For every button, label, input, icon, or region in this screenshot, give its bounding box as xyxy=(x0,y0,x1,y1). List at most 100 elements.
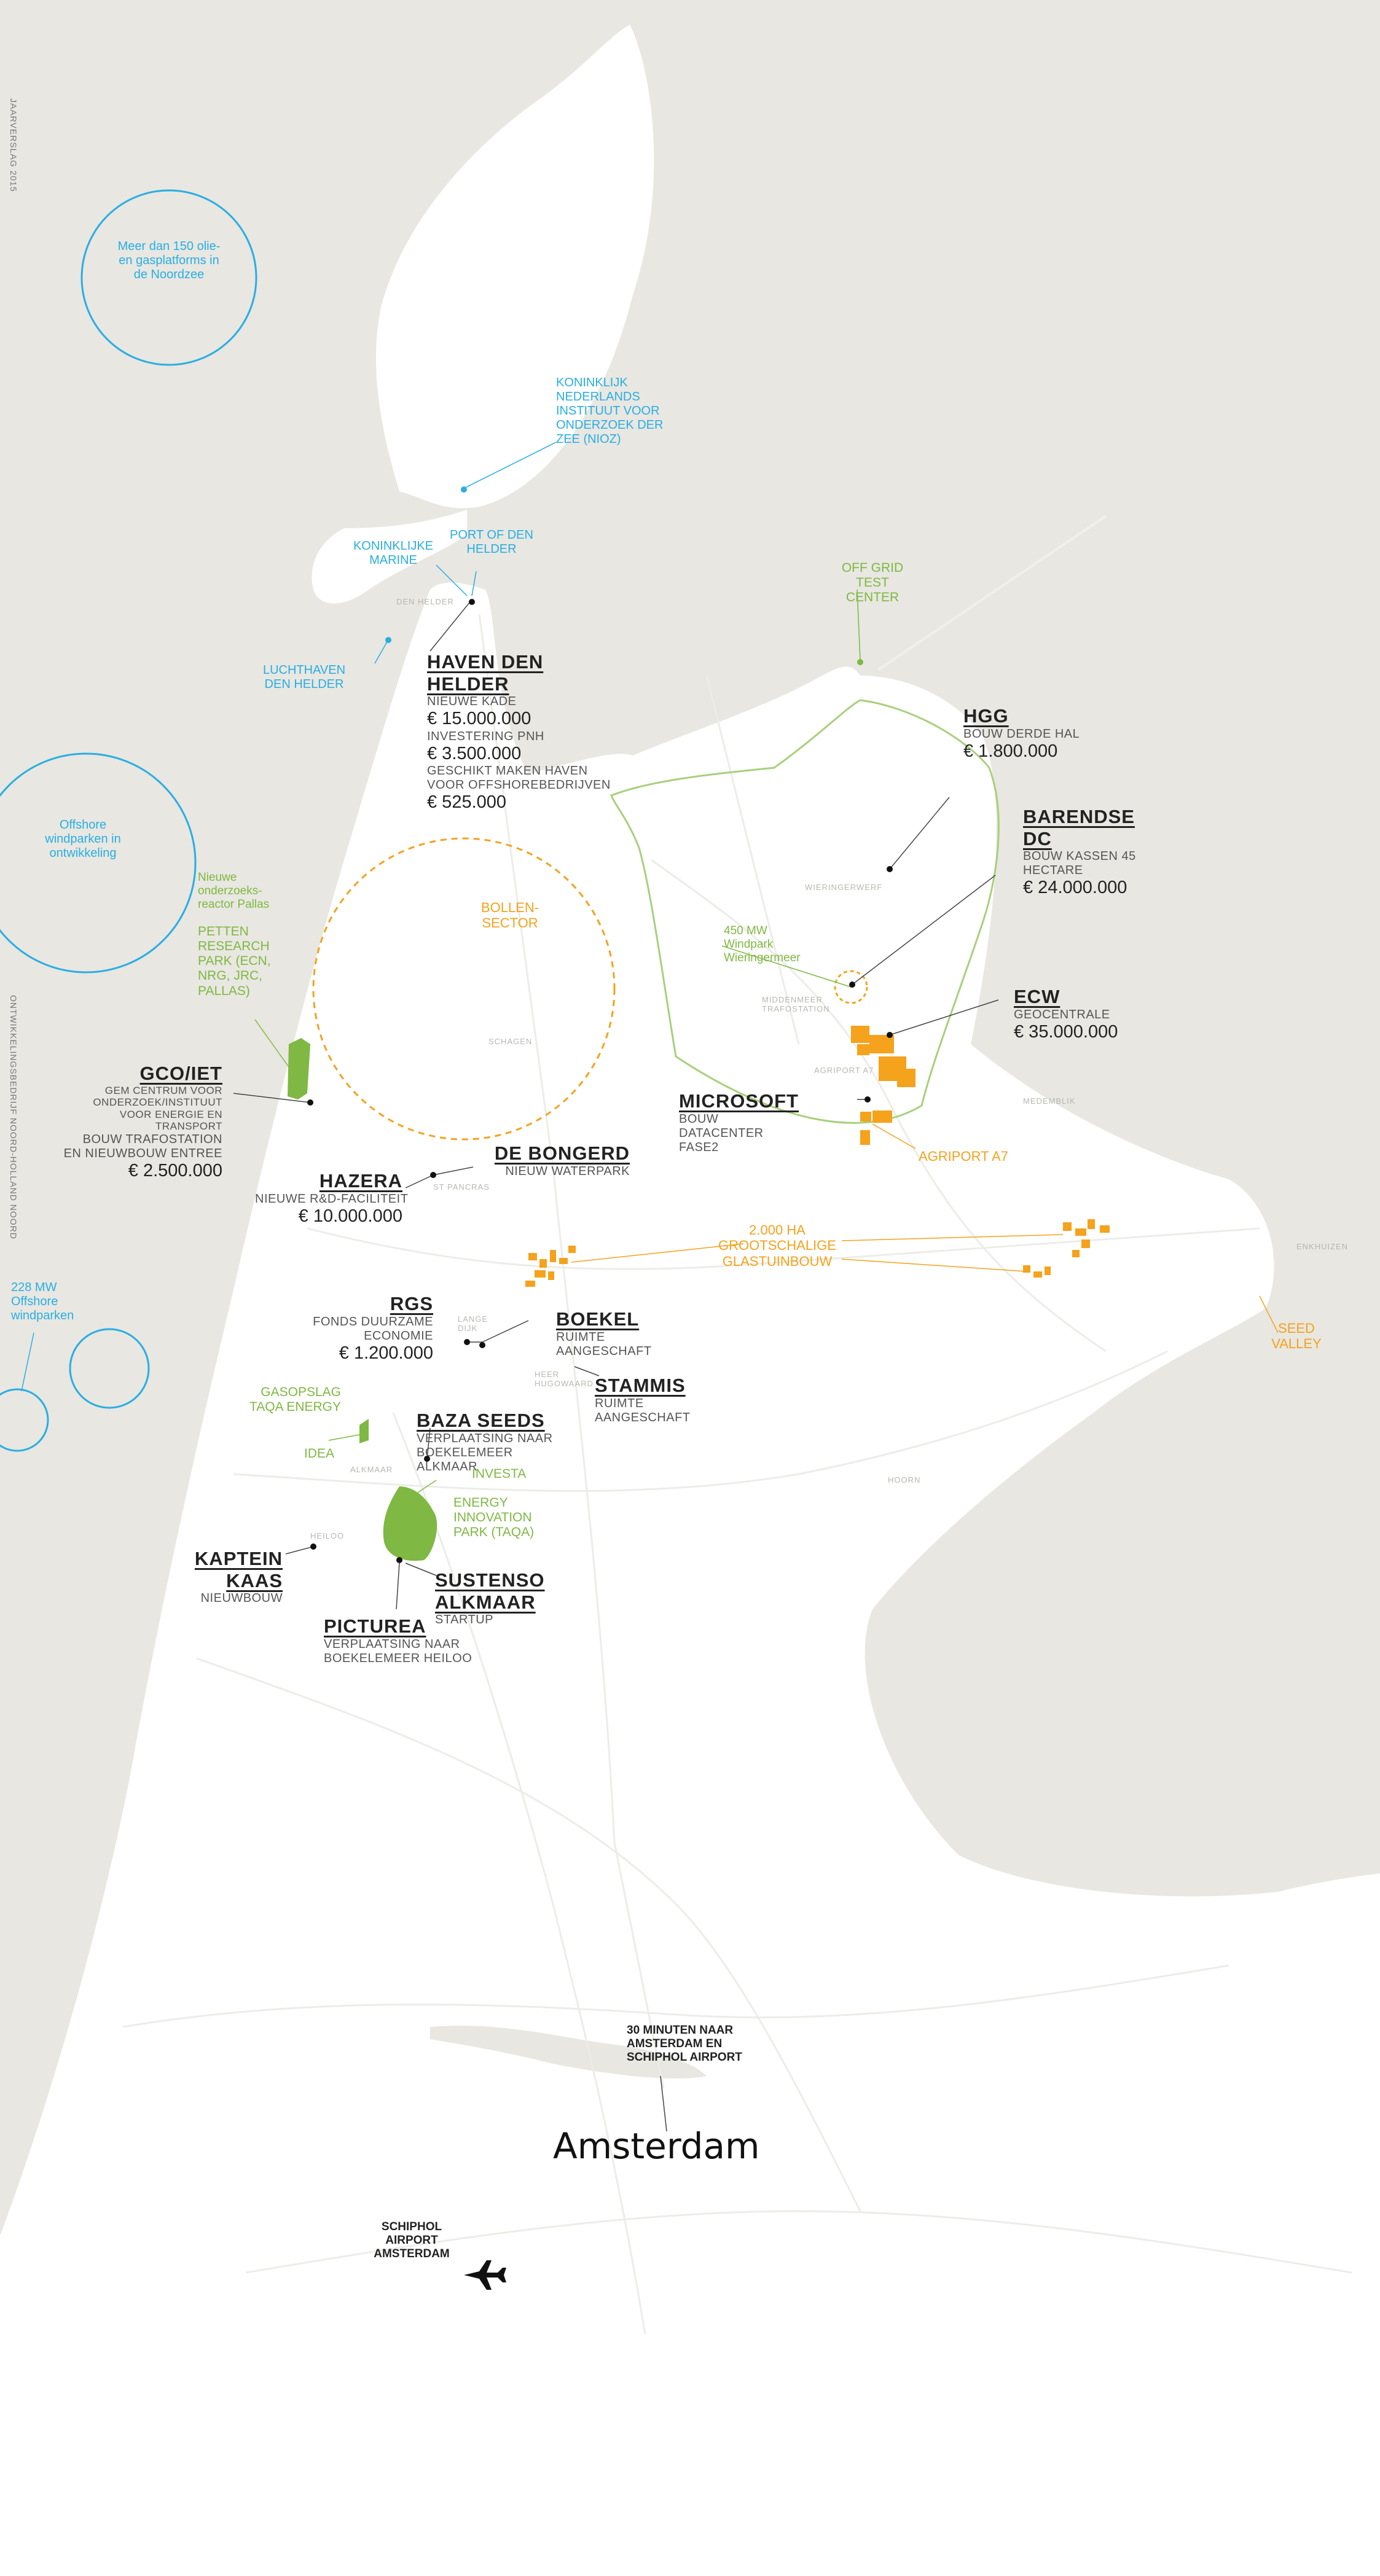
gco-title: GCO/IET xyxy=(139,1063,222,1084)
ecw-sub: GEOCENTRALE xyxy=(1014,1007,1110,1021)
helder-amount2: € 3.500.000 xyxy=(427,743,522,763)
stammis-entry: STAMMIS RUIMTE AANGESCHAFT xyxy=(595,1375,693,1425)
helder-line3: GESCHIKT MAKEN HAVEN VOOR OFFSHOREBEDRIJ… xyxy=(427,763,611,792)
windpark-228-circle-b xyxy=(0,1388,49,1452)
investa-label: INVESTA xyxy=(472,1467,527,1481)
baza-sub: VERPLAATSING NAAR BOEKELEMEER ALKMAAR xyxy=(417,1431,553,1473)
place-enkhuizen: ENKHUIZEN xyxy=(1296,1242,1349,1251)
hgg-sub: BOUW DERDE HAL xyxy=(963,727,1080,741)
windpark-228-circle-a xyxy=(69,1328,150,1409)
bongerd-sub: NIEUW WATERPARK xyxy=(505,1164,630,1178)
bollen-label: BOLLEN- SECTOR xyxy=(480,900,539,931)
picturea-sub: VERPLAATSING NAAR BOEKELEMEER HEILOO xyxy=(324,1637,472,1665)
energy-park-label: ENERGY INNOVATION PARK (TAQA) xyxy=(453,1496,535,1540)
airport-label: LUCHTHAVEN DEN HELDER xyxy=(262,663,346,691)
amsterdam-note: 30 MINUTEN NAAR AMSTERDAM EN SCHIPHOL AI… xyxy=(627,2024,742,2064)
barendse-title: BARENDSE DC xyxy=(1023,806,1135,849)
amsterdam-city-label: Amsterdam xyxy=(553,2125,760,2167)
airport-dot xyxy=(385,637,391,643)
schiphol-label: SCHIPHOL AIRPORT AMSTERDAM xyxy=(374,2220,450,2260)
bongerd-title: DE BONGERD xyxy=(494,1142,630,1164)
glas-label: 2.000 HA GROOTSCHALIGE GLASTUINBOUW xyxy=(718,1222,836,1269)
texel-island xyxy=(375,25,654,509)
road-network xyxy=(122,515,1352,2335)
microsoft-title: MICROSOFT xyxy=(679,1090,799,1112)
airplane-icon xyxy=(464,2260,506,2290)
mainland xyxy=(0,582,1380,2576)
agriport-areas xyxy=(851,1026,915,1145)
blue-leaders xyxy=(21,442,557,1392)
pallas-label: Nieuwe onderzoeks- reactor Pallas xyxy=(198,871,270,911)
ontw-side-text: ONTWIKKELINGSBEDRIJF NOORD-HOLLAND NOORD xyxy=(9,995,18,1239)
microsoft-entry: MICROSOFT BOUW DATACENTER FASE2 xyxy=(679,1090,799,1155)
sustenso-entry: SUSTENSO ALKMAAR STARTUP xyxy=(435,1569,546,1627)
hazera-amount: € 10.000.000 xyxy=(298,1206,402,1226)
rgs-sub: FONDS DUURZAME ECONOMIE xyxy=(313,1314,433,1343)
place-middenmeer: MIDDENMEER TRAFOSTATION xyxy=(762,995,830,1013)
glastuinbouw-areas xyxy=(525,1219,1110,1287)
ecw-amount: € 35.000.000 xyxy=(1014,1021,1118,1042)
stammis-title: STAMMIS xyxy=(595,1375,686,1396)
hazera-entry: HAZERA NIEUWE R&D-FACILITEIT € 10.000.00… xyxy=(255,1170,409,1227)
picturea-title: PICTUREA xyxy=(324,1615,426,1637)
nioz-dot xyxy=(461,486,467,493)
helder-line1: NIEUWE KADE xyxy=(427,695,517,709)
boekel-sub: RUIMTE AANGESCHAFT xyxy=(556,1330,652,1358)
stammis-sub: RUIMTE AANGESCHAFT xyxy=(595,1396,691,1424)
nioz-label: KONINKLIJK NEDERLANDS INSTITUUT VOOR OND… xyxy=(556,376,664,446)
helder-amount3: € 525.000 xyxy=(427,792,507,812)
ij-water xyxy=(430,2025,707,2078)
hgg-entry: HGG BOUW DERDE HAL € 1.800.000 xyxy=(963,705,1080,762)
barendse-sub: BOUW KASSEN 45 HECTARE xyxy=(1023,849,1136,878)
place-medemblik: MEDEMBLIK xyxy=(1023,1096,1076,1106)
gco-sub: GEM CENTRUM VOOR ONDERZOEK/INSTITUUT VOO… xyxy=(93,1084,222,1133)
platforms-circle xyxy=(80,189,257,366)
place-schagen: SCHAGEN xyxy=(488,1037,533,1046)
baza-entry: BAZA SEEDS VERPLAATSING NAAR BOEKELEMEER… xyxy=(417,1410,576,1474)
place-hoorn: HOORN xyxy=(888,1475,921,1485)
marine-label: KONINKLIJKE MARINE xyxy=(353,539,434,567)
barendse-circle xyxy=(834,970,868,1004)
hazera-sub: NIEUWE R&D-FACILITEIT xyxy=(255,1192,409,1206)
gco-amount: € 2.500.000 xyxy=(128,1160,222,1181)
green-leaders xyxy=(254,589,861,1493)
orange-leaders xyxy=(571,1123,1279,1333)
barendse-entry: BARENDSE DC BOUW KASSEN 45 HECTARE € 24.… xyxy=(1023,806,1152,899)
microsoft-sub: BOUW DATACENTER FASE2 xyxy=(679,1112,764,1154)
kaptein-title: KAPTEIN KAAS xyxy=(194,1548,283,1591)
sustenso-title: SUSTENSO ALKMAAR xyxy=(435,1569,545,1613)
ecw-title: ECW xyxy=(1014,986,1060,1007)
place-langedijk: LANGE DIJK xyxy=(458,1314,488,1333)
helder-title: HAVEN DEN HELDER xyxy=(427,651,544,695)
mw228-label: 228 MW Offshore windparken xyxy=(11,1281,74,1322)
gasopslag-label: GASOPSLAG TAQA ENERGY xyxy=(249,1385,341,1415)
texel-spit xyxy=(312,510,467,604)
bongerd-entry: DE BONGERD NIEUW WATERPARK xyxy=(479,1142,630,1179)
place-alkmaar: ALKMAAR xyxy=(350,1465,393,1474)
year-side-text: JAARVERSLAG 2015 xyxy=(9,98,18,192)
wieringermeer-outline xyxy=(610,699,1000,1124)
barendse-amount: € 24.000.000 xyxy=(1023,878,1127,898)
boekel-entry: BOEKEL RUIMTE AANGESCHAFT xyxy=(556,1308,652,1359)
location-dots xyxy=(307,599,893,1563)
windparks-label: Offshore windparken in ontwikkeling xyxy=(45,818,121,860)
place-sintpancras: ST PANCRAS xyxy=(433,1182,490,1192)
place-agriporta7: AGRIPORT A7 xyxy=(814,1066,874,1075)
sustenso-sub: STARTUP xyxy=(435,1613,493,1627)
place-heerhugowaard: HEER HUGOWAARD xyxy=(535,1370,594,1388)
ecw-entry: ECW GEOCENTRALE € 35.000.000 xyxy=(1014,986,1118,1042)
windparks-circle xyxy=(0,752,197,974)
green-areas xyxy=(288,1038,437,1561)
place-denhelder: DEN HELDER xyxy=(396,597,454,606)
place-wieringerwerf: WIERINGERWERF xyxy=(805,883,883,892)
kaptein-sub: NIEUWBOUW xyxy=(200,1591,283,1606)
baza-title: BAZA SEEDS xyxy=(417,1410,545,1431)
agriport-label: AGRIPORT A7 xyxy=(919,1149,1008,1164)
rgs-title: RGS xyxy=(390,1293,433,1314)
hgg-amount: € 1.800.000 xyxy=(963,741,1058,761)
petten-label: PETTEN RESEARCH PARK (ECN, NRG, JRC, PAL… xyxy=(198,924,271,998)
offgrid-label: OFF GRID TEST CENTER xyxy=(841,561,904,605)
rgs-entry: RGS FONDS DUURZAME ECONOMIE € 1.200.000 xyxy=(307,1293,433,1364)
kaptein-entry: KAPTEIN KAAS NIEUWBOUW xyxy=(184,1548,283,1606)
helder-line2: INVESTERING PNH xyxy=(427,729,544,743)
